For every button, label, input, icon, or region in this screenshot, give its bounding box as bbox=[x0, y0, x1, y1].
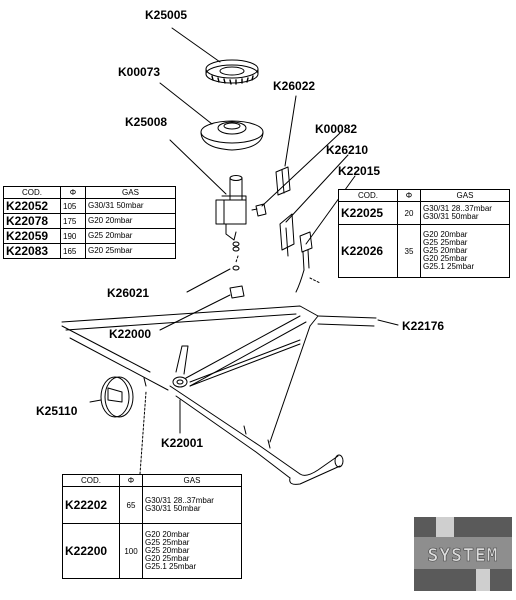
table-header-row: COD. Φ GAS bbox=[3, 186, 176, 199]
injector-part bbox=[186, 265, 245, 299]
col-code: COD. bbox=[62, 474, 120, 487]
label-k25008: K25008 bbox=[125, 115, 168, 129]
system-logo: SYSTEM bbox=[414, 517, 512, 591]
part-diameter: 100 bbox=[119, 523, 143, 579]
part-gas: G20 20mbar G25 25mbar G25 20mbar G20 25m… bbox=[420, 224, 510, 278]
control-knob-part bbox=[89, 376, 134, 418]
part-code: K22059 bbox=[3, 228, 61, 244]
part-gas: G20 25mbar bbox=[85, 243, 176, 259]
label-k22176: K22176 bbox=[402, 319, 445, 333]
burner-spreader-part bbox=[200, 120, 264, 151]
burner-cap-part bbox=[205, 59, 259, 85]
col-gas: GAS bbox=[420, 189, 510, 202]
injector-spec-table: COD. Φ GAS K22202 65 G30/31 28..37mbar G… bbox=[62, 474, 242, 579]
part-code: K22026 bbox=[338, 224, 398, 278]
label-k25005: K25005 bbox=[145, 8, 188, 22]
burner-spec-table: COD. Φ GAS K22052 105 G30/31 50mbar K220… bbox=[3, 186, 176, 259]
part-gas: G30/31 28..37mbar G30/31 50mbar bbox=[142, 486, 242, 524]
table-row: K22083 165 G20 25mbar bbox=[3, 243, 176, 259]
part-diameter: 35 bbox=[397, 224, 421, 278]
part-diameter: 20 bbox=[397, 201, 421, 225]
part-diameter: 105 bbox=[60, 198, 86, 214]
table-row: K22078 175 G20 20mbar bbox=[3, 213, 176, 229]
label-k22015: K22015 bbox=[338, 164, 381, 178]
label-k26021: K26021 bbox=[107, 286, 150, 300]
logo-text: SYSTEM bbox=[427, 545, 498, 566]
part-gas: G30/31 28..37mbar G30/31 50mbar bbox=[420, 201, 510, 225]
part-code: K22200 bbox=[62, 523, 120, 579]
part-code: K22052 bbox=[3, 198, 61, 214]
thermocouple-shield-part bbox=[275, 166, 291, 196]
col-code: COD. bbox=[338, 189, 398, 202]
part-code: K22202 bbox=[62, 486, 120, 524]
part-diameter: 165 bbox=[60, 243, 86, 259]
part-code: K22025 bbox=[338, 201, 398, 225]
label-k26210: K26210 bbox=[326, 143, 369, 157]
table-row: K22052 105 G30/31 50mbar bbox=[3, 198, 176, 214]
label-k00082: K00082 bbox=[315, 122, 358, 136]
part-gas: G20 20mbar G25 25mbar G25 20mbar G20 25m… bbox=[142, 523, 242, 579]
col-code: COD. bbox=[3, 186, 61, 199]
part-diameter: 65 bbox=[119, 486, 143, 524]
label-k22000: K22000 bbox=[109, 327, 152, 341]
col-gas: GAS bbox=[142, 474, 242, 487]
col-diameter: Φ bbox=[119, 474, 143, 487]
burner-pipe-frame bbox=[61, 305, 377, 485]
part-code: K22078 bbox=[3, 213, 61, 229]
col-diameter: Φ bbox=[397, 189, 421, 202]
col-diameter: Φ bbox=[60, 186, 86, 199]
table-row: K22200 100 G20 20mbar G25 25mbar G25 20m… bbox=[62, 523, 242, 579]
label-k22001: K22001 bbox=[161, 436, 204, 450]
part-gas: G20 20mbar bbox=[85, 213, 176, 229]
part-diameter: 190 bbox=[60, 228, 86, 244]
table-header-row: COD. Φ GAS bbox=[62, 474, 242, 487]
table-header-row: COD. Φ GAS bbox=[338, 189, 510, 202]
label-k00073: K00073 bbox=[118, 65, 161, 79]
col-gas: GAS bbox=[85, 186, 176, 199]
part-diameter: 175 bbox=[60, 213, 86, 229]
table-row: K22025 20 G30/31 28..37mbar G30/31 50mba… bbox=[338, 201, 510, 225]
table-row: K22202 65 G30/31 28..37mbar G30/31 50mba… bbox=[62, 486, 242, 524]
label-k26022: K26022 bbox=[273, 79, 316, 93]
part-code: K22083 bbox=[3, 243, 61, 259]
table-row: K22026 35 G20 20mbar G25 25mbar G25 20mb… bbox=[338, 224, 510, 278]
thermocouple-bracket-part bbox=[251, 203, 267, 217]
part-gas: G25 20mbar bbox=[85, 228, 176, 244]
label-k25110: K25110 bbox=[36, 404, 78, 418]
pilot-spec-table: COD. Φ GAS K22025 20 G30/31 28..37mbar G… bbox=[338, 189, 510, 278]
part-gas: G30/31 50mbar bbox=[85, 198, 176, 214]
table-row: K22059 190 G25 20mbar bbox=[3, 228, 176, 244]
igniter-thermocouple-part bbox=[279, 213, 313, 293]
burner-body-part bbox=[215, 175, 247, 252]
